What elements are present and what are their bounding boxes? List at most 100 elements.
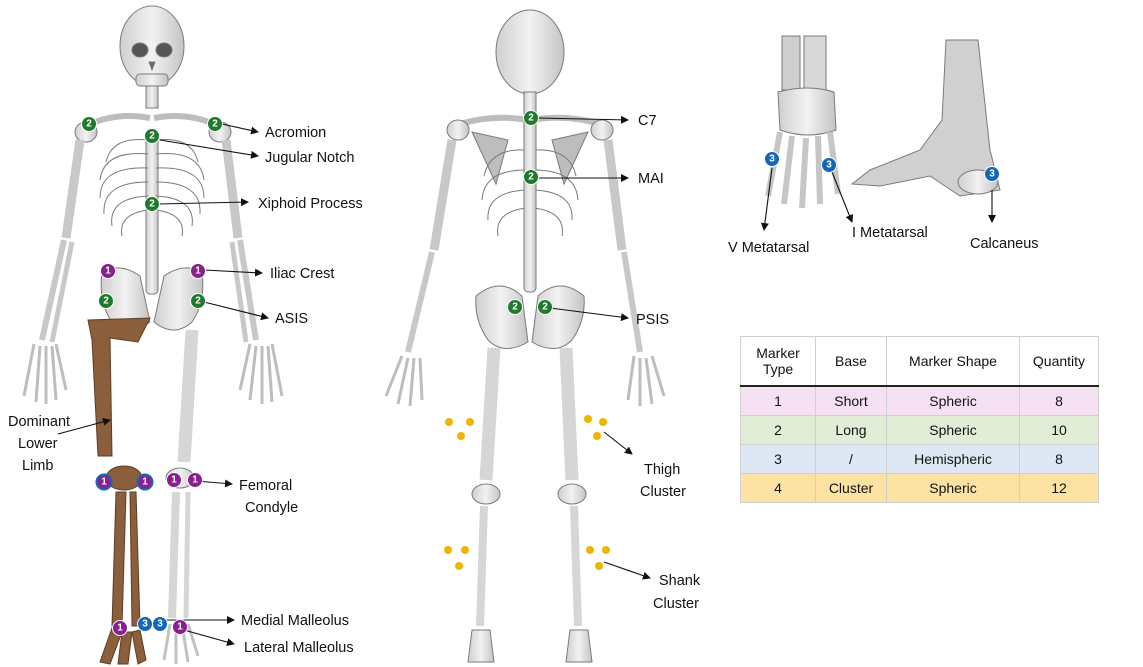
marker-type4 xyxy=(595,562,603,570)
label-dominant-lower-limb-1: Dominant xyxy=(8,414,70,430)
cell-quantity: 8 xyxy=(1020,386,1099,416)
marker-type3: 3 xyxy=(153,617,168,632)
label-thigh-cluster-2: Cluster xyxy=(640,484,686,500)
marker-type2: 2 xyxy=(82,117,97,132)
svg-text:2: 2 xyxy=(542,302,548,313)
cell-base: / xyxy=(816,445,887,474)
cell-base: Short xyxy=(816,386,887,416)
cell-base: Long xyxy=(816,416,887,445)
cell-type: 2 xyxy=(741,416,816,445)
svg-text:1: 1 xyxy=(142,477,148,488)
marker-type1: 1 xyxy=(173,620,188,635)
label-jugular-notch: Jugular Notch xyxy=(265,150,354,166)
cell-shape: Spheric xyxy=(887,386,1020,416)
svg-text:2: 2 xyxy=(212,119,218,130)
back-skeleton-illustration xyxy=(386,10,664,662)
label-shank-cluster-1: Shank xyxy=(659,573,701,589)
cell-quantity: 10 xyxy=(1020,416,1099,445)
marker-type4 xyxy=(455,562,463,570)
table-row: 4 Cluster Spheric 12 xyxy=(741,474,1099,503)
svg-text:2: 2 xyxy=(86,119,92,130)
cell-base: Cluster xyxy=(816,474,887,503)
cell-shape: Spheric xyxy=(887,474,1020,503)
marker-type1: 1 xyxy=(101,264,116,279)
marker-type4 xyxy=(584,415,592,423)
label-dominant-lower-limb-2: Lower xyxy=(18,436,58,452)
svg-text:1: 1 xyxy=(105,266,111,277)
marker-type4 xyxy=(599,418,607,426)
label-xiphoid-process: Xiphoid Process xyxy=(258,196,363,212)
svg-text:1: 1 xyxy=(117,623,123,634)
marker-type2: 2 xyxy=(538,300,553,315)
table-row: 2 Long Spheric 10 xyxy=(741,416,1099,445)
svg-text:2: 2 xyxy=(528,113,534,124)
svg-text:3: 3 xyxy=(826,160,832,171)
header-base: Base xyxy=(816,337,887,387)
label-asis: ASIS xyxy=(275,311,308,327)
marker-type4 xyxy=(593,432,601,440)
marker-type1: 1 xyxy=(191,264,206,279)
label-iliac-crest: Iliac Crest xyxy=(270,266,334,282)
marker-type4 xyxy=(461,546,469,554)
svg-text:2: 2 xyxy=(103,296,109,307)
marker-type1: 1 xyxy=(188,473,203,488)
label-psis: PSIS xyxy=(636,312,669,328)
table-row: 1 Short Spheric 8 xyxy=(741,386,1099,416)
svg-text:3: 3 xyxy=(157,619,163,630)
marker-type3: 3 xyxy=(765,152,780,167)
label-mai: MAI xyxy=(638,171,664,187)
marker-type1: 1 xyxy=(167,473,182,488)
marker-type4 xyxy=(586,546,594,554)
cell-type: 1 xyxy=(741,386,816,416)
marker-type4 xyxy=(602,546,610,554)
foot-front-illustration xyxy=(768,36,838,208)
marker-table: MarkerType Base Marker Shape Quantity 1 … xyxy=(740,336,1099,503)
dominant-lower-limb-illustration xyxy=(88,318,150,664)
cell-shape: Hemispheric xyxy=(887,445,1020,474)
foot-side-illustration xyxy=(852,40,1000,196)
svg-text:3: 3 xyxy=(989,169,995,180)
marker-type2: 2 xyxy=(508,300,523,315)
label-medial-malleolus: Medial Malleolus xyxy=(241,613,349,629)
svg-text:1: 1 xyxy=(177,622,183,633)
marker-type2: 2 xyxy=(145,129,160,144)
label-shank-cluster-2: Cluster xyxy=(653,596,699,612)
label-femoral-condyle-1: Femoral xyxy=(239,478,292,494)
marker-type4 xyxy=(466,418,474,426)
svg-text:2: 2 xyxy=(195,296,201,307)
marker-type2: 2 xyxy=(524,170,539,185)
svg-text:2: 2 xyxy=(149,131,155,142)
label-thigh-cluster-1: Thigh xyxy=(644,462,680,478)
svg-text:1: 1 xyxy=(171,475,177,486)
cell-shape: Spheric xyxy=(887,416,1020,445)
marker-type3: 3 xyxy=(985,167,1000,182)
svg-text:1: 1 xyxy=(195,266,201,277)
svg-text:1: 1 xyxy=(101,477,107,488)
marker-type2: 2 xyxy=(99,294,114,309)
svg-text:2: 2 xyxy=(528,172,534,183)
cell-type: 4 xyxy=(741,474,816,503)
label-lateral-malleolus: Lateral Malleolus xyxy=(244,640,354,656)
marker-type3: 3 xyxy=(822,158,837,173)
label-v-metatarsal: V Metatarsal xyxy=(728,240,809,256)
table-row: 3 / Hemispheric 8 xyxy=(741,445,1099,474)
header-marker-shape: Marker Shape xyxy=(887,337,1020,387)
front-skeleton-illustration xyxy=(24,6,282,664)
cell-quantity: 12 xyxy=(1020,474,1099,503)
label-femoral-condyle-2: Condyle xyxy=(245,500,298,516)
marker-type1: 1 xyxy=(138,475,153,490)
label-i-metatarsal: I Metatarsal xyxy=(852,225,928,241)
marker-type3: 3 xyxy=(138,617,153,632)
cell-type: 3 xyxy=(741,445,816,474)
svg-text:1: 1 xyxy=(192,475,198,486)
svg-text:2: 2 xyxy=(512,302,518,313)
svg-text:2: 2 xyxy=(149,199,155,210)
marker-type1: 1 xyxy=(97,475,112,490)
marker-type1: 1 xyxy=(113,621,128,636)
marker-type4 xyxy=(445,418,453,426)
label-dominant-lower-limb-3: Limb xyxy=(22,458,53,474)
marker-type2: 2 xyxy=(191,294,206,309)
